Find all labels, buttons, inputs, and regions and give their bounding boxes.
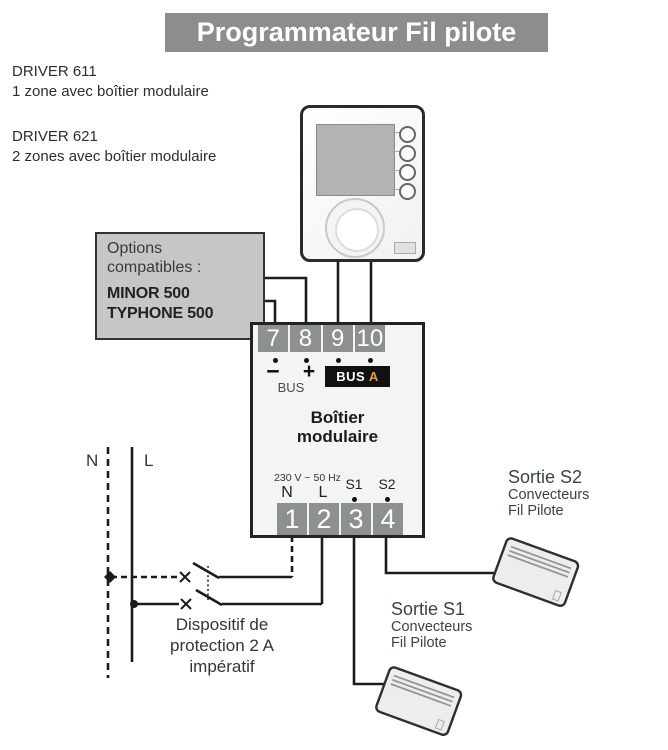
- programmer-device: [300, 105, 425, 262]
- device-button-line: [391, 151, 400, 152]
- device-button-3: [399, 164, 416, 181]
- bus-label: BUS: [277, 380, 305, 395]
- modular-box: 7 8 9 10 − + BUS BUS A Boîtier modulaire…: [250, 322, 425, 538]
- device-button-line: [391, 132, 400, 133]
- convector-icon-s1: [375, 666, 463, 736]
- protection-caption: Dispositif de protection 2 A impératif: [170, 615, 274, 676]
- convector-icon-s2: [492, 537, 580, 607]
- driver-descriptions: DRIVER 611 1 zone avec boîtier modulaire…: [12, 62, 216, 192]
- page-title: Programmateur Fil pilote: [165, 13, 548, 52]
- options-head-line1: Options: [107, 240, 163, 257]
- output-s2-title: Sortie S2: [508, 467, 583, 487]
- driver-621-name: DRIVER 621: [12, 128, 98, 145]
- module-name: Boîtier modulaire: [296, 408, 379, 446]
- option-typhone500: TYPHONE 500: [107, 305, 214, 322]
- device-lcd-screen: [316, 124, 395, 196]
- module-s2-label: S2: [378, 476, 396, 492]
- terminal-4: 4: [373, 503, 403, 535]
- bus-a-accent: A: [368, 369, 379, 384]
- terminal-8: 8: [290, 325, 321, 352]
- options-head-line2: compatibles :: [107, 259, 202, 276]
- driver-611-block: DRIVER 611 1 zone avec boîtier modulaire: [12, 62, 216, 102]
- terminal-10: 10: [354, 325, 385, 352]
- device-button-line: [391, 189, 400, 190]
- mains-n-label: N: [86, 451, 99, 470]
- terminal-dot: [336, 358, 341, 363]
- wire-terminal3-s1: [352, 536, 391, 686]
- driver-611-desc: 1 zone avec boîtier modulaire: [12, 83, 209, 100]
- terminal-1: 1: [277, 503, 307, 535]
- terminal-9: 9: [322, 325, 353, 352]
- junction-node-live: [130, 600, 138, 608]
- terminal-dot: [368, 358, 373, 363]
- bus-a-badge: BUS A: [325, 366, 390, 387]
- options-box: Options compatibles : MINOR 500 TYPHONE …: [95, 232, 265, 340]
- bus-plus-symbol: +: [302, 360, 316, 383]
- module-s1-label: S1: [345, 476, 363, 492]
- output-s1-caption: Sortie S1 Convecteurs Fil Pilote: [391, 599, 473, 652]
- device-button-2: [399, 145, 416, 162]
- bottom-terminal-band: 1 2 3 4: [277, 503, 403, 535]
- driver-611-name: DRIVER 611: [12, 63, 97, 80]
- terminal-dot: [385, 497, 390, 502]
- contact-x-live: [180, 598, 192, 610]
- terminal-dot: [273, 358, 278, 363]
- output-s1-title: Sortie S1: [391, 599, 466, 619]
- module-n-label: N: [281, 484, 293, 501]
- output-s2-caption: Sortie S2 Convecteurs Fil Pilote: [508, 467, 590, 520]
- device-button-line: [391, 170, 400, 171]
- option-minor500: MINOR 500: [107, 285, 190, 302]
- power-rating: 230 V ~ 50 Hz: [274, 472, 341, 484]
- bus-minus-symbol: −: [266, 358, 280, 384]
- module-l-label: L: [318, 484, 328, 501]
- switch-blade-neutral: [192, 561, 220, 580]
- top-terminal-band: 7 8 9 10: [258, 325, 385, 352]
- switch-blade-live: [195, 588, 223, 607]
- bus-a-text: BUS: [336, 369, 366, 384]
- driver-621-block: DRIVER 621 2 zones avec boîtier modulair…: [12, 127, 216, 167]
- mains-l-label: L: [144, 451, 154, 470]
- terminal-dot: [352, 497, 357, 502]
- device-button-1: [399, 126, 416, 143]
- terminal-3: 3: [341, 503, 371, 535]
- terminal-2: 2: [309, 503, 339, 535]
- driver-621-desc: 2 zones avec boîtier modulaire: [12, 148, 217, 165]
- device-dial-inner: [335, 208, 379, 252]
- junction-node-neutral: [104, 571, 116, 583]
- contact-x-neutral: [179, 571, 191, 583]
- device-button-4: [399, 183, 416, 200]
- device-dial: [325, 198, 385, 258]
- terminal-7: 7: [258, 325, 289, 352]
- wire-terminal4-s2: [384, 536, 504, 575]
- delta-dore-logo: [394, 242, 416, 254]
- terminal-dot: [304, 358, 309, 363]
